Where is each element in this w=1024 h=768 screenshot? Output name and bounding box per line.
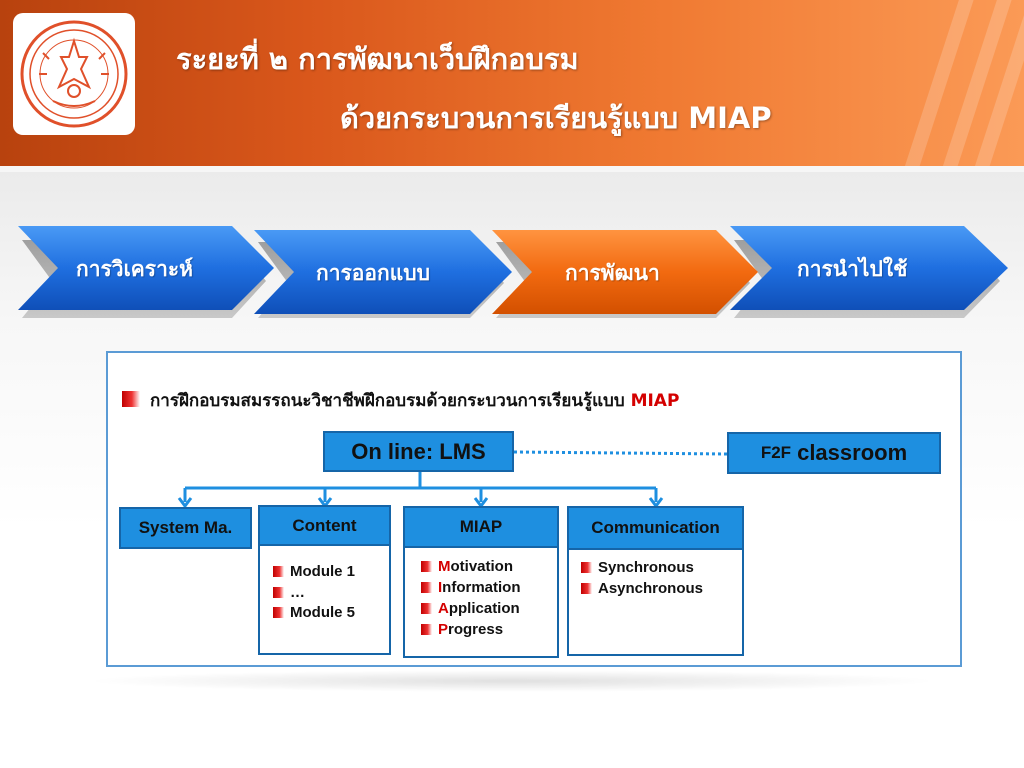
step-chevron-analysis [18, 226, 274, 310]
bullet-icon [273, 607, 284, 618]
step-chevron-design [254, 230, 512, 314]
list-item: Module 1 [273, 563, 355, 580]
f2f-classroom-box: F2F classroom [727, 432, 941, 474]
list-item: Information [421, 579, 521, 596]
f2f-prefix: F2F [760, 443, 792, 462]
bullet-icon [421, 561, 432, 572]
list-item: Synchronous [581, 559, 694, 576]
panel-shadow [84, 670, 940, 692]
list-item: Module 5 [273, 604, 355, 621]
list-item: Application [421, 600, 520, 617]
step-label-implementation: การนำไปใช้ [797, 257, 908, 281]
header-banner [0, 0, 1024, 168]
bullet-icon [421, 603, 432, 614]
step-label-development: การพัฒนา [565, 261, 660, 285]
panel-title-emphasis: MIAP [630, 391, 680, 411]
list-item: … [273, 584, 305, 601]
panel-title-bullet-icon [122, 391, 140, 407]
f2f-label: classroom [797, 440, 908, 465]
bullet-icon [421, 582, 432, 593]
step-chevron-development [492, 230, 758, 314]
panel-title-text: การฝึกอบรมสมรรถนะวิชาชีพฝึกอบรมด้วยกระบว… [150, 391, 625, 411]
list-item: Asynchronous [581, 580, 703, 597]
slide-title-line1: ระยะที่ ๒ การพัฒนาเว็บฝึกอบรม [176, 42, 579, 76]
university-seal-icon [13, 13, 135, 135]
step-label-design: การออกแบบ [316, 261, 430, 285]
bullet-icon [421, 624, 432, 635]
category-content: Content [258, 505, 391, 546]
online-lms-box: On line: LMS [323, 431, 514, 472]
slide-title-line2: ด้วยกระบวนการเรียนรู้แบบ MIAP [340, 101, 772, 135]
communication-card [567, 540, 744, 656]
list-item: Motivation [421, 558, 513, 575]
panel-title: การฝึกอบรมสมรรถนะวิชาชีพฝึกอบรมด้วยกระบว… [150, 387, 679, 414]
bullet-icon [581, 562, 592, 573]
category-system-ma: System Ma. [119, 507, 252, 549]
step-chevron-implementation [730, 226, 1008, 310]
category-communication: Communication [567, 506, 744, 550]
step-label-analysis: การวิเคราะห์ [76, 257, 193, 281]
header-divider [0, 166, 1024, 172]
bullet-icon [581, 583, 592, 594]
category-miap: MIAP [403, 506, 559, 548]
bullet-icon [273, 566, 284, 577]
list-item: Progress [421, 621, 503, 638]
miap-card [403, 540, 559, 658]
bullet-icon [273, 587, 284, 598]
